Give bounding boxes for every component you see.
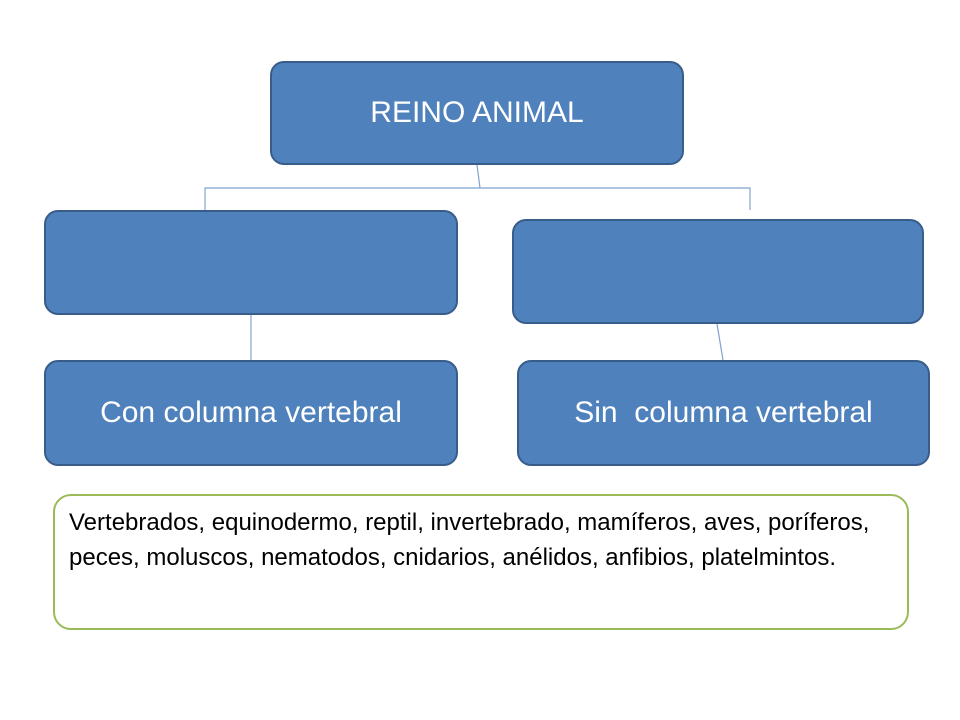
node-reino-animal-label: REINO ANIMAL — [370, 96, 584, 129]
node-sin-columna-label: Sin columna vertebral — [574, 396, 873, 429]
connector-root-to-children — [476, 164, 481, 189]
connector-right-to-right2 — [716, 323, 724, 361]
node-sin-columna-vertebral: Sin columna vertebral — [517, 360, 930, 466]
word-bank-text: Vertebrados, equinodermo, reptil, invert… — [69, 509, 870, 571]
node-level1-left-blank — [44, 210, 458, 315]
node-level1-right-blank — [512, 219, 924, 324]
node-con-columna-vertebral: Con columna vertebral — [44, 360, 458, 466]
node-con-columna-label: Con columna vertebral — [100, 396, 402, 429]
word-bank-box: Vertebrados, equinodermo, reptil, invert… — [53, 494, 909, 630]
connector-horizontal-bar — [204, 187, 751, 210]
node-reino-animal: REINO ANIMAL — [270, 61, 684, 165]
